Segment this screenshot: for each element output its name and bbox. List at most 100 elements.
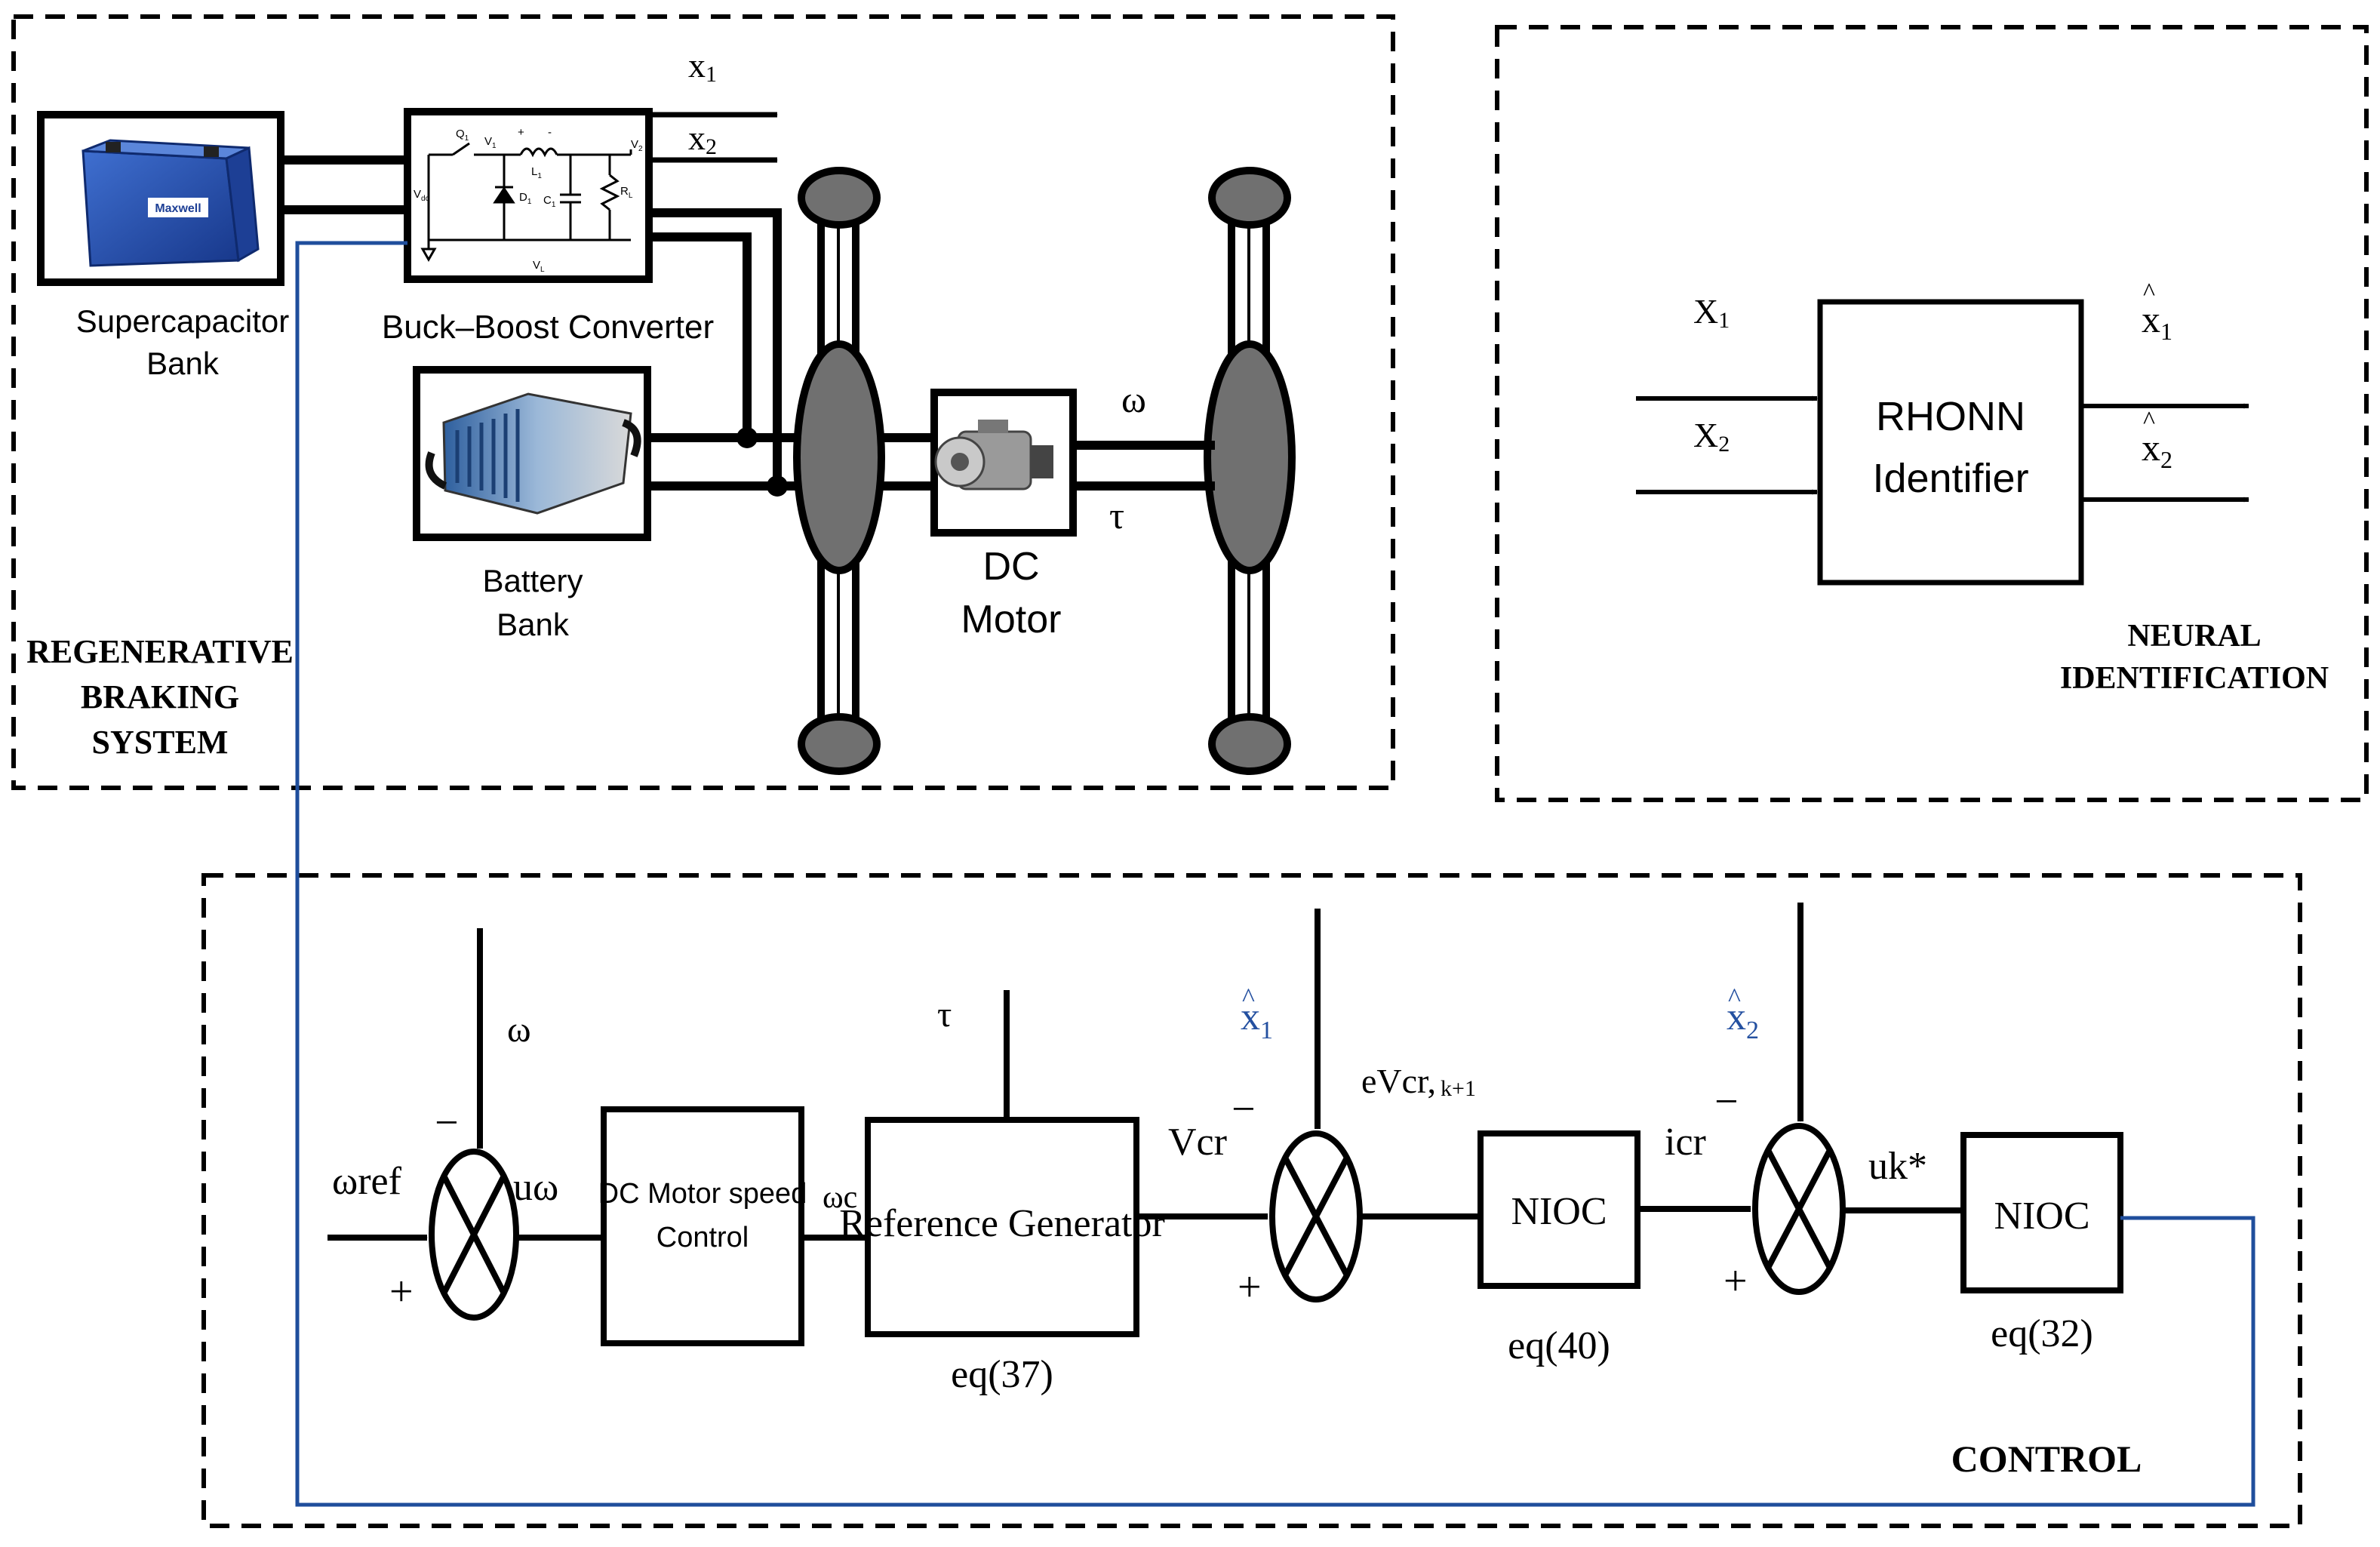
rhonn-input-x1-label: X1	[1693, 292, 1730, 333]
bus-junction-1	[736, 427, 758, 448]
dc-motor-speed-control-block: DC Motor speed Control	[598, 1106, 807, 1346]
regenerative-braking-frame	[11, 14, 1395, 790]
battery-label-line1: Battery	[482, 563, 583, 598]
shaft-omega-label: ω	[1121, 378, 1146, 420]
control-frame	[201, 873, 2302, 1528]
x2-hat-control-label: ^ x2	[1727, 983, 1759, 1044]
buck-boost-converter: Q1 V1 L1 + - V2 Vdc D1 C1 RL VL	[404, 108, 653, 283]
regenerative-title-line2: BRAKING	[81, 678, 239, 715]
circuit-vdc-label: Vdc	[414, 188, 429, 203]
battery-bank	[413, 366, 651, 541]
neural-title-line2: IDENTIFICATION	[2060, 661, 2329, 696]
circuit-minus-label: -	[548, 126, 552, 139]
left-wheel-axle	[793, 167, 885, 775]
right-wheel-axle	[1204, 167, 1296, 775]
converter-output-arrows	[649, 112, 778, 163]
dc-bus-wires	[647, 208, 934, 491]
motor-shafts	[1073, 441, 1215, 491]
feedback-wire	[295, 241, 2255, 1507]
tau-input-label: τ	[937, 995, 952, 1035]
right-top-wheel	[1208, 167, 1291, 229]
current-minus-sign: −	[1714, 1078, 1739, 1125]
right-bottom-wheel	[1208, 713, 1291, 775]
battery-pack-icon	[425, 392, 641, 515]
svg-text:x1: x1	[1241, 995, 1273, 1044]
supercapacitor-bank: Maxwell	[37, 111, 284, 286]
svg-text:^: ^	[1728, 983, 1741, 1013]
regenerative-title-line1: REGENERATIVE	[26, 633, 294, 670]
neural-title-line1: NEURAL	[2127, 619, 2261, 654]
dc-motor	[930, 389, 1077, 537]
converter-circuit-schematic	[420, 142, 632, 263]
evcr-label: eVcr,k+1	[1361, 1062, 1476, 1101]
omega-ref-label: ωref	[332, 1160, 402, 1203]
left-top-wheel	[798, 167, 881, 229]
circuit-q-label: Q1	[456, 128, 469, 143]
voltage-plus-sign: +	[1238, 1264, 1262, 1311]
nioc-current-eq: eq(32)	[1991, 1312, 2093, 1355]
omega-feedback-label: ω	[507, 1010, 531, 1050]
nioc-current-label: NIOC	[1994, 1195, 2089, 1238]
motor-label-line1: DC	[982, 545, 1039, 589]
nioc-voltage-label: NIOC	[1511, 1190, 1607, 1233]
summing-junction-speed	[429, 1149, 519, 1321]
reference-generator-block: Reference Generator	[839, 1117, 1165, 1337]
summing-junction-current	[1752, 1123, 1846, 1295]
regenerative-title-line3: SYSTEM	[92, 724, 229, 761]
supercap-converter-bus	[281, 155, 407, 214]
speed-control-label-line1: DC Motor speed	[598, 1178, 807, 1210]
omega-c-label: ωc	[823, 1180, 857, 1215]
left-differential	[793, 340, 885, 574]
supercapacitor-icon: Maxwell	[81, 139, 260, 267]
svg-text:^: ^	[2143, 278, 2155, 306]
circuit-c-label: C1	[543, 194, 556, 209]
reference-generator-label: Reference Generator	[839, 1202, 1165, 1245]
rhonn-output-x2-label: ^ x2	[2142, 407, 2172, 473]
rhonn-output-x1-label: ^ x1	[2142, 278, 2172, 345]
uk-star-label: uk*	[1868, 1145, 1927, 1188]
voltage-minus-sign: −	[1232, 1086, 1256, 1133]
circuit-d-label: D1	[519, 191, 532, 206]
circuit-r-label: RL	[620, 185, 633, 200]
rhonn-label-line1: RHONN	[1876, 394, 2025, 439]
right-differential	[1204, 340, 1296, 574]
svg-text:x2: x2	[2142, 426, 2172, 473]
converter-output-x2-label: x2	[688, 118, 717, 159]
circuit-vl-label: VL	[533, 259, 545, 274]
svg-text:x2: x2	[1727, 995, 1759, 1044]
control-title: CONTROL	[1951, 1438, 2142, 1480]
nioc-current-block: NIOC	[1960, 1132, 2123, 1293]
bus-junction-2	[767, 475, 788, 497]
motor-icon	[934, 420, 1053, 491]
motor-label-line2: Motor	[961, 598, 1062, 641]
supercapacitor-label-line1: Supercapacitor	[76, 303, 290, 339]
left-bottom-wheel	[798, 713, 881, 775]
u-omega-label: uω	[513, 1166, 558, 1209]
nioc-voltage-block: NIOC	[1478, 1130, 1640, 1289]
battery-label-line2: Bank	[497, 607, 570, 642]
nioc-voltage-eq: eq(40)	[1508, 1324, 1610, 1367]
summing-junction-voltage	[1269, 1130, 1363, 1302]
converter-label: Buck–Boost Converter	[382, 309, 714, 346]
shaft-tau-label: τ	[1109, 494, 1124, 537]
rhonn-identifier-block: RHONN Identifier	[1817, 299, 2084, 586]
circuit-v2-label: V2	[631, 138, 643, 153]
circuit-l-label: L1	[531, 165, 542, 180]
x1-hat-control-label: ^ x1	[1241, 983, 1273, 1044]
svg-text:^: ^	[2143, 407, 2155, 435]
vcr-label: Vcr	[1168, 1121, 1227, 1164]
speed-plus-sign: +	[389, 1269, 414, 1315]
rhonn-input-x2-label: X2	[1693, 416, 1730, 457]
circuit-v1-label: V1	[484, 135, 497, 150]
converter-output-x1-label: x1	[688, 46, 717, 87]
speed-control-label-line2: Control	[656, 1222, 749, 1253]
svg-text:^: ^	[1242, 983, 1255, 1013]
circuit-plus-label: +	[518, 126, 524, 139]
supercap-brand-label: Maxwell	[155, 202, 201, 215]
current-plus-sign: +	[1724, 1258, 1748, 1305]
speed-minus-sign: −	[435, 1100, 459, 1146]
icr-label: icr	[1665, 1121, 1706, 1164]
supercapacitor-label-line2: Bank	[146, 346, 220, 381]
reference-generator-eq: eq(37)	[951, 1353, 1053, 1396]
